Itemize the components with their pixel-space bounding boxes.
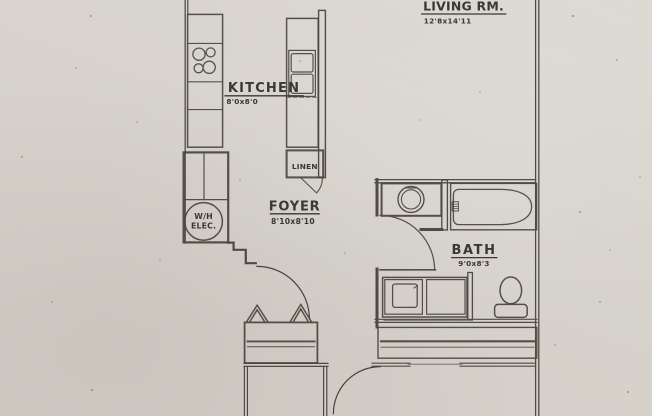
water-heater-label-line2: ELEC. — [191, 222, 216, 231]
linen-door-arc — [315, 178, 323, 194]
vanity-counter-right — [426, 279, 466, 315]
linen-label: LINEN — [292, 162, 318, 171]
wardrobe-closet — [377, 326, 538, 359]
wardrobe-closet-box — [377, 326, 538, 359]
paper-speckles — [21, 14, 641, 393]
living-room-dims: 12'8x14'11 — [424, 16, 472, 25]
utility-closet-box — [182, 151, 230, 244]
toilet-tank-icon — [493, 303, 528, 319]
sink-basin-top — [290, 52, 314, 73]
walls — [184, 0, 540, 416]
sink-basin-bottom — [290, 73, 314, 94]
kitchen-counter-peninsula — [285, 17, 319, 148]
entry-door-arc — [332, 365, 382, 415]
bath-dims: 9'0x8'3 — [458, 259, 490, 268]
wall-foyer-step — [226, 241, 257, 265]
wall-washer-tub-divider — [441, 179, 449, 231]
burner-icon — [193, 63, 204, 74]
linen-door-leaf — [300, 177, 318, 194]
bath-fixtures — [379, 182, 538, 321]
bifold-door-right — [288, 302, 313, 324]
vanity-sink-cabinet — [384, 279, 423, 315]
toilet-bowl-icon — [499, 276, 523, 305]
bifold-closet — [243, 302, 319, 364]
sink-faucet-mark — [413, 284, 419, 289]
living-room-label: LIVING RM. — [423, 0, 504, 14]
burner-icon — [202, 60, 216, 75]
kitchen-fixtures — [186, 13, 319, 148]
labels: LIVING RM. 12'8x14'11 KITCHEN 8'0x8'0 FO… — [191, 0, 507, 268]
burner-icon — [205, 47, 216, 58]
kitchen-dims: 8'0x8'0 — [226, 97, 258, 106]
bathtub-icon — [452, 188, 533, 226]
washer-icon-inner — [400, 189, 422, 210]
tub-faucet-icon — [451, 201, 459, 212]
wall-peninsula — [317, 9, 327, 179]
bath-label: BATH — [451, 243, 496, 258]
vanity-counter — [381, 276, 468, 318]
bifold-door-left — [245, 303, 270, 324]
washer-box — [380, 182, 443, 217]
bathtub-surround — [449, 182, 538, 231]
stove-burners — [192, 47, 216, 75]
linen-closet-box — [285, 149, 325, 179]
washer-icon — [397, 185, 425, 214]
water-heater-icon — [184, 201, 224, 241]
linen-closet — [285, 149, 325, 194]
vanity-sink-icon — [391, 283, 418, 309]
bifold-door-left-inner — [248, 308, 266, 324]
foyer-door-arc — [256, 265, 311, 320]
bifold-closet-box — [243, 321, 319, 364]
burner-icon — [192, 47, 206, 61]
kitchen-label: KITCHEN — [228, 81, 300, 96]
foyer-dims: 8'10x8'10 — [271, 217, 315, 226]
kitchen-counter-left — [186, 13, 224, 148]
foyer-label: FOYER — [269, 199, 321, 214]
wall-vanity-toilet-divider — [467, 271, 474, 321]
utility-closet — [182, 151, 230, 244]
bifold-door-right-inner — [292, 307, 310, 324]
water-heater-label-line1: W/H — [194, 212, 213, 221]
bath-door-arc — [379, 214, 436, 271]
